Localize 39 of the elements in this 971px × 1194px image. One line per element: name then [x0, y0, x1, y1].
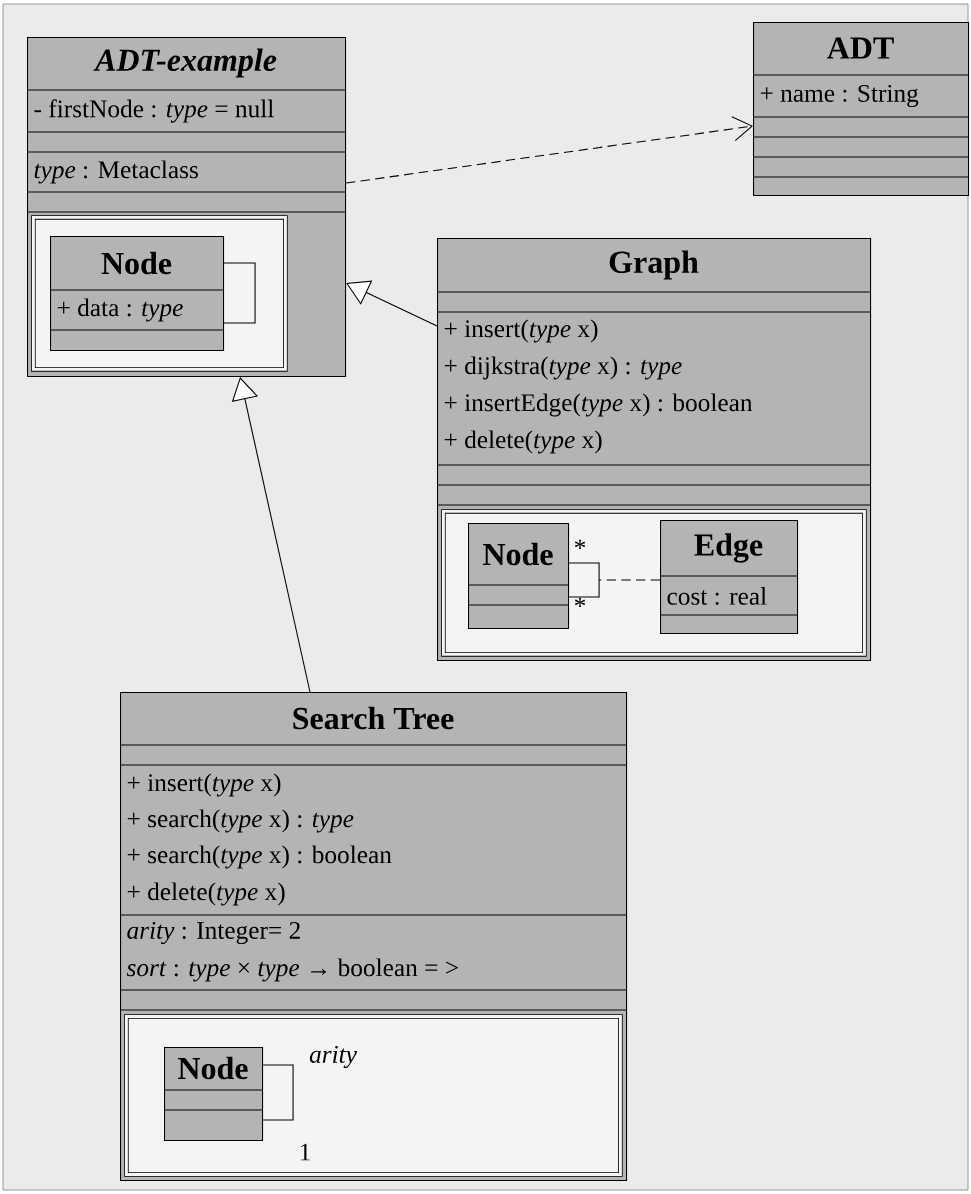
class-name: ADT-example [93, 48, 277, 78]
member-text: sort : type × type → boolean = > [126, 958, 458, 982]
multiplicity-label: arity [309, 1045, 357, 1069]
class-box [467, 523, 570, 630]
multiplicity-label: * [574, 539, 586, 549]
class-name: Search Tree [293, 706, 454, 730]
class-name: Node [483, 542, 553, 566]
class-name: Node [178, 1056, 248, 1080]
connector [345, 116, 753, 184]
multiplicity-label: * [574, 597, 586, 607]
member-text: - firstNode : type = null [34, 99, 274, 123]
connector [262, 1064, 294, 1121]
class-box [752, 22, 970, 197]
class-name: Graph [609, 250, 699, 280]
member-text: type : Metaclass [34, 160, 198, 184]
member-text: + insertEdge(type x) : boolean [444, 393, 753, 417]
member-text: cost : real [667, 587, 767, 605]
connector [231, 377, 311, 693]
connector [223, 262, 256, 324]
class-name: ADT [827, 37, 894, 59]
class-box [49, 236, 225, 352]
multiplicity-label: 1 [300, 1143, 310, 1161]
class-name: Edge [694, 533, 763, 563]
connector [346, 280, 438, 327]
member-text: + delete(type x) [444, 430, 602, 454]
class-name: Node [101, 251, 172, 275]
connector [598, 579, 661, 581]
member-text: + name : String [760, 84, 919, 108]
member-text: + insert(type x) [127, 773, 281, 797]
class-box [163, 1047, 264, 1142]
member-text: + search(type x) : type [127, 809, 354, 833]
member-text: + search(type x) : boolean [127, 845, 392, 869]
member-text: arity : Integer= 2 [127, 921, 300, 945]
member-text: + insert(type x) [444, 319, 598, 343]
member-text: + dijkstra(type x) : type [444, 356, 682, 380]
member-text: + data : type [57, 298, 183, 322]
connector [568, 562, 600, 598]
class-box [659, 520, 799, 635]
member-text: + delete(type x) [127, 882, 285, 906]
